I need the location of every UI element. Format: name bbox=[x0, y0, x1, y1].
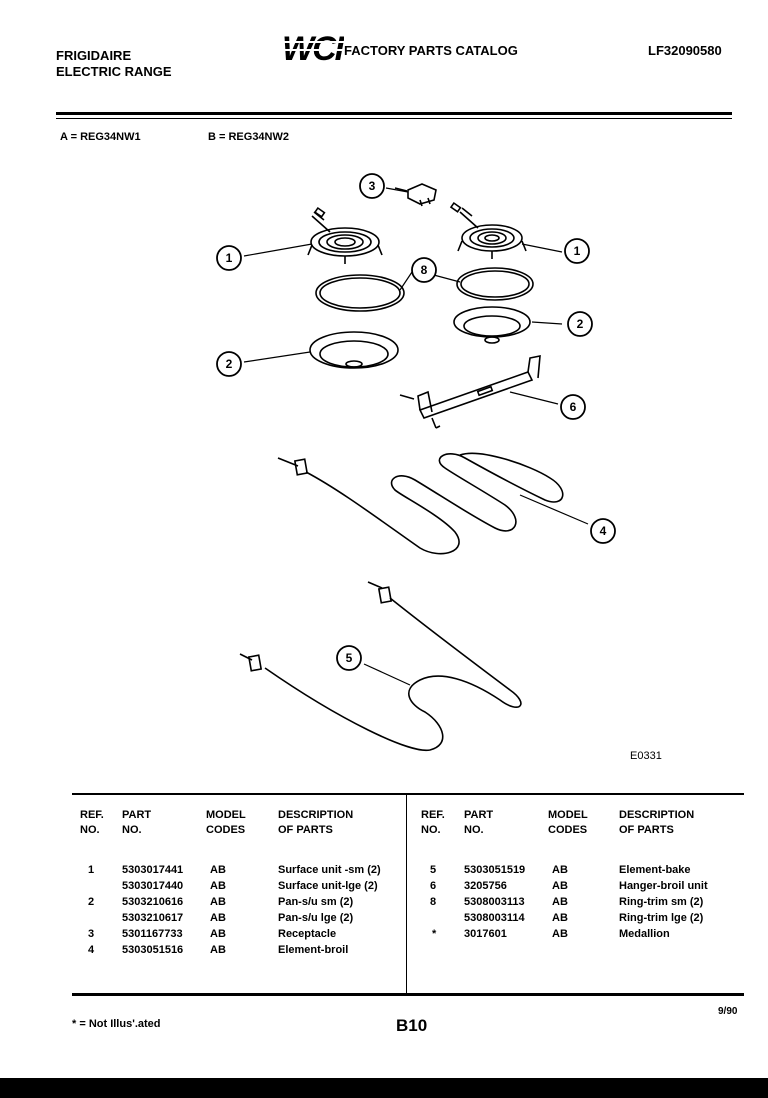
surface-unit-right bbox=[449, 201, 527, 259]
row-part: 5308003113 bbox=[464, 896, 525, 908]
row-model: AB bbox=[552, 896, 568, 908]
row-desc: Medallion bbox=[619, 928, 670, 940]
model-a: A = REG34NW1 bbox=[60, 131, 141, 143]
row-part: 5303017441 bbox=[122, 864, 184, 876]
row-part: 5303051519 bbox=[464, 864, 526, 876]
row-ref: 3 bbox=[88, 928, 95, 940]
row-part: 5303051516 bbox=[122, 944, 184, 956]
wci-logo: WCI bbox=[280, 30, 344, 66]
callout-8: 8 bbox=[421, 263, 428, 277]
row-model: AB bbox=[552, 880, 568, 892]
row-model: AB bbox=[210, 912, 226, 924]
callout-2-left: 2 bbox=[226, 357, 233, 371]
receptacle bbox=[394, 183, 437, 207]
row-desc: Ring-trim lge (2) bbox=[619, 912, 704, 924]
row-part: 5303210617 bbox=[122, 912, 184, 924]
row-desc: Element-bake bbox=[619, 864, 691, 876]
row-ref: * bbox=[432, 928, 437, 940]
header-rule bbox=[56, 112, 732, 115]
callout-4: 4 bbox=[600, 524, 607, 538]
row-part: 5301167733 bbox=[122, 928, 183, 940]
row-model: AB bbox=[552, 912, 568, 924]
page-number: B10 bbox=[396, 1016, 428, 1035]
trim-rings bbox=[315, 267, 534, 312]
callout-3: 3 bbox=[369, 179, 376, 193]
row-part: 3017601 bbox=[464, 928, 507, 940]
model-b: B = REG34NW2 bbox=[208, 131, 289, 143]
row-ref: 4 bbox=[88, 944, 95, 956]
broil-element bbox=[277, 452, 564, 555]
row-model: AB bbox=[210, 896, 226, 908]
row-desc: Element-broil bbox=[278, 944, 349, 956]
row-ref: 6 bbox=[430, 880, 437, 892]
row-desc: Surface unit -sm (2) bbox=[278, 864, 381, 876]
header-model-right: MODEL CODES bbox=[548, 809, 588, 836]
revision-date: 9/90 bbox=[718, 1006, 738, 1017]
exploded-parts-diagram: 3 1 1 8 2 2 6 4 5 bbox=[216, 173, 616, 752]
callout-5: 5 bbox=[346, 651, 353, 665]
header-ref-right: REF. NO. bbox=[421, 809, 445, 836]
header-part-left: PART NO. bbox=[122, 809, 152, 836]
table-column-separator bbox=[406, 795, 407, 993]
row-part: 5308003114 bbox=[464, 912, 525, 924]
catalog-number: LF32090580 bbox=[648, 43, 722, 58]
row-model: AB bbox=[552, 864, 568, 876]
row-desc: Hanger-broil unit bbox=[619, 880, 708, 892]
row-desc: Ring-trim sm (2) bbox=[619, 896, 704, 908]
callout-2-right: 2 bbox=[577, 317, 584, 331]
brand-name: FRIGIDAIRE bbox=[56, 48, 132, 63]
not-illustrated-note: * = Not Illus'.ated bbox=[72, 1018, 161, 1030]
row-model: AB bbox=[210, 928, 226, 940]
row-ref: 2 bbox=[88, 896, 95, 908]
row-model: AB bbox=[210, 864, 226, 876]
drip-pans bbox=[309, 306, 531, 369]
table-bottom-rule bbox=[72, 993, 744, 996]
diagram-code: E0331 bbox=[630, 750, 662, 762]
surface-unit-left bbox=[307, 206, 383, 264]
row-part: 5303017440 bbox=[122, 880, 184, 892]
row-model: AB bbox=[210, 880, 226, 892]
callout-6: 6 bbox=[570, 400, 577, 414]
row-ref: 1 bbox=[88, 864, 95, 876]
svg-text:WCI: WCI bbox=[282, 30, 344, 66]
header-desc-left: DESCRIPTION OF PARTS bbox=[278, 809, 354, 836]
header-rule-thin bbox=[56, 118, 732, 119]
callout-circles bbox=[216, 173, 616, 671]
header-model-left: MODEL CODES bbox=[206, 809, 246, 836]
row-part: 3205756 bbox=[464, 880, 507, 892]
brand-block: FRIGIDAIRE ELECTRIC RANGE bbox=[56, 48, 172, 80]
callout-1-right: 1 bbox=[574, 244, 581, 258]
row-desc: Pan-s/u lge (2) bbox=[278, 912, 354, 924]
product-type: ELECTRIC RANGE bbox=[56, 64, 172, 79]
row-part: 5303210616 bbox=[122, 896, 184, 908]
row-desc: Surface unit-lge (2) bbox=[278, 880, 378, 892]
bake-element bbox=[239, 581, 522, 752]
row-ref: 5 bbox=[430, 864, 437, 876]
row-ref: 8 bbox=[430, 896, 437, 908]
header-ref-left: REF. NO. bbox=[80, 809, 104, 836]
header-desc-right: DESCRIPTION OF PARTS bbox=[619, 809, 695, 836]
table-top-rule bbox=[72, 793, 744, 795]
leader-lines bbox=[243, 187, 589, 686]
row-model: AB bbox=[210, 944, 226, 956]
hanger-broil-unit bbox=[399, 355, 541, 429]
row-desc: Pan-s/u sm (2) bbox=[278, 896, 354, 908]
row-desc: Receptacle bbox=[278, 928, 337, 940]
callout-1-left: 1 bbox=[226, 251, 233, 265]
row-model: AB bbox=[552, 928, 568, 940]
catalog-title: FACTORY PARTS CATALOG bbox=[344, 43, 518, 58]
header-part-right: PART NO. bbox=[464, 809, 494, 836]
